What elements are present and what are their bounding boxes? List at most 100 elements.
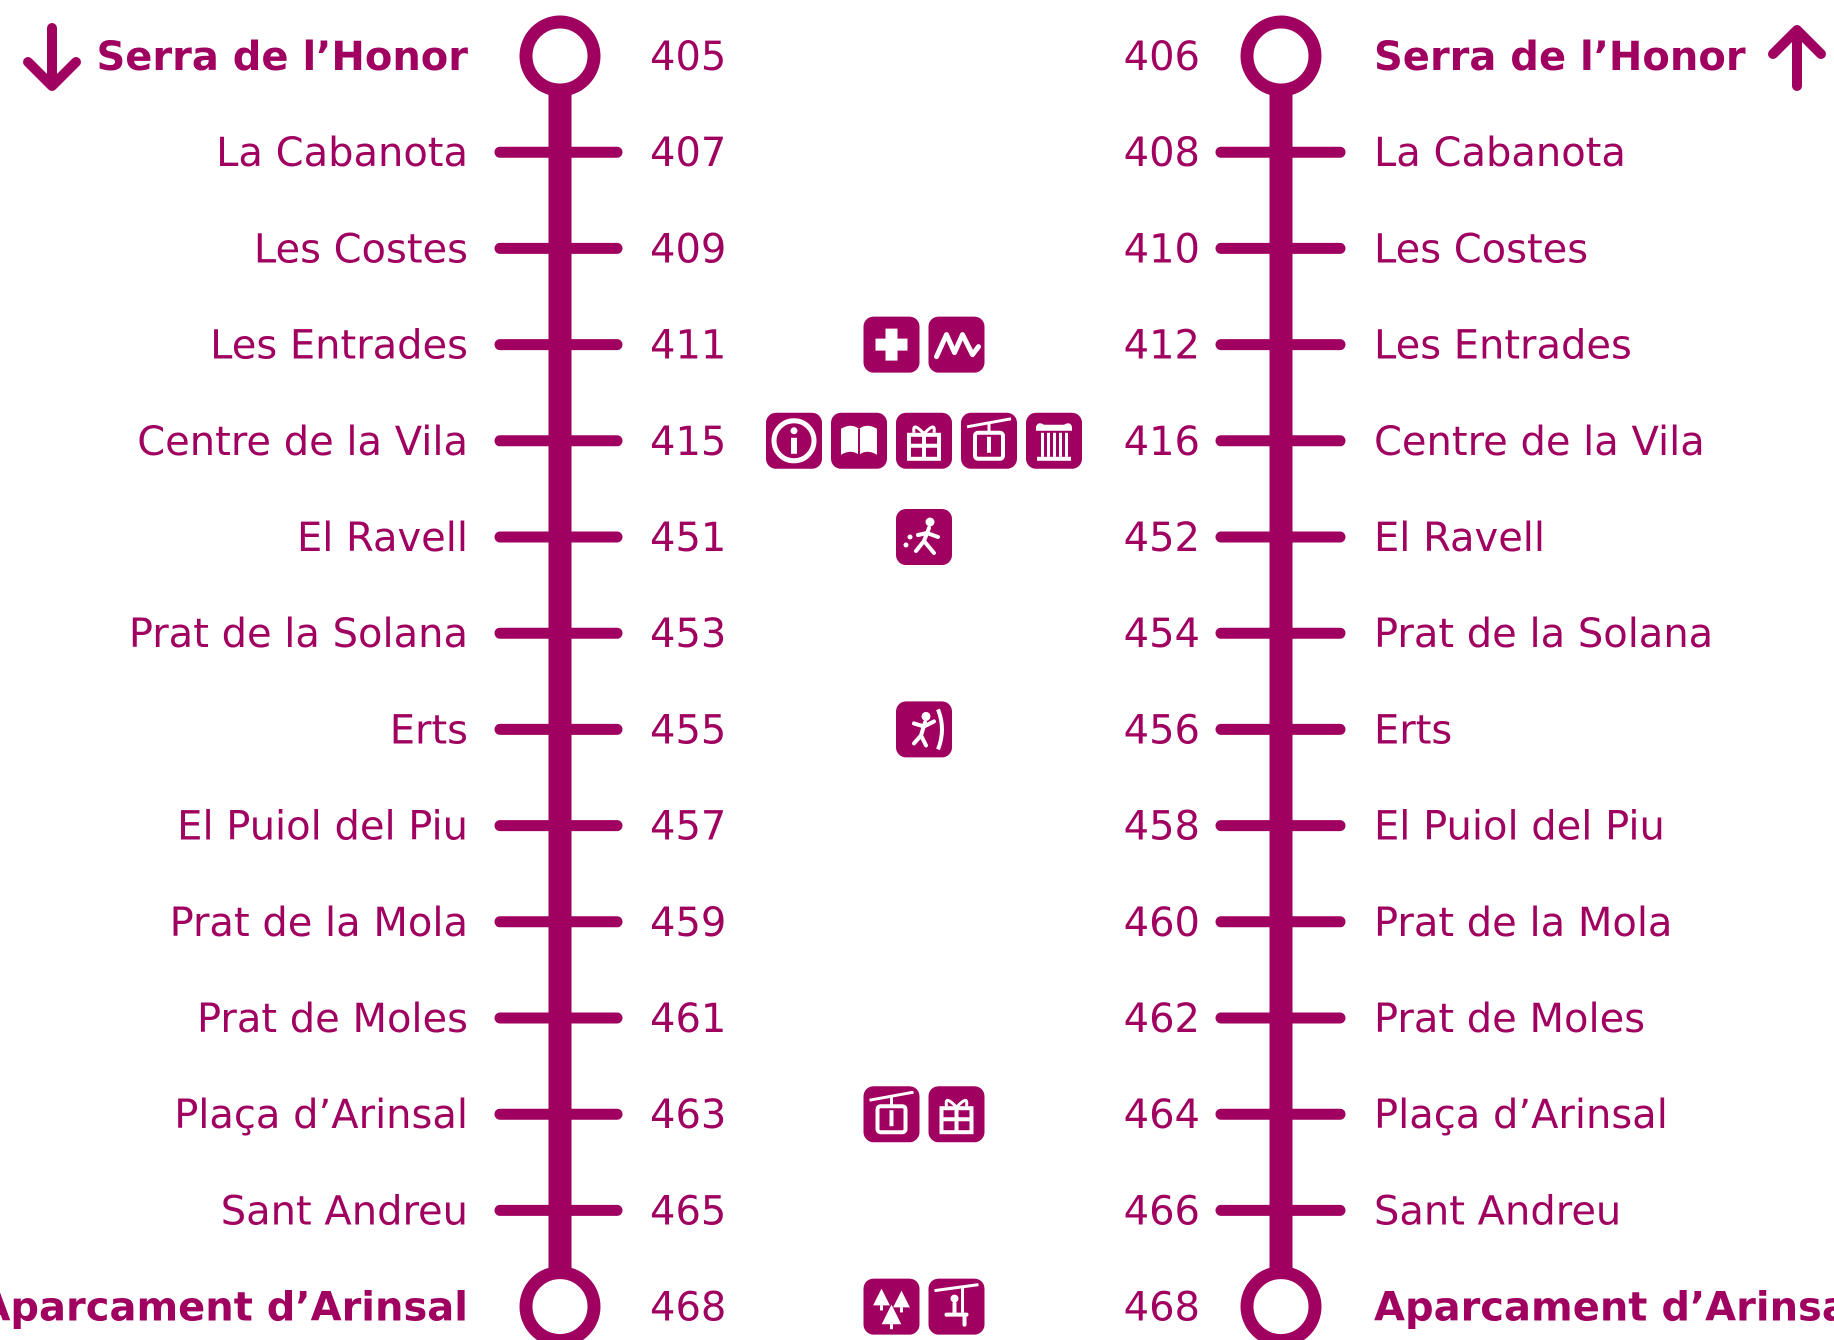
stop: Prat de la Mola 460 [1124,900,1673,946]
stop: Prat de la Mola 459 [170,900,727,946]
stop: Serra de l’Honor 406 [1124,15,1746,97]
stop-code: 462 [1124,996,1200,1042]
stop-name: Les Costes [254,226,468,272]
stop-code: 455 [650,707,726,753]
stop-name: Centre de la Vila [137,419,468,465]
terminus-marker [1240,1266,1322,1340]
stop-code: 407 [650,130,726,176]
stop: Sant Andreu 466 [1124,1188,1622,1234]
stop-name: El Puiol del Piu [177,804,468,850]
stop-name: Aparcament d’Arinsal [1374,1285,1834,1331]
stop-name: Serra de l’Honor [96,34,468,80]
mountain-signature-icon [928,316,985,373]
stop-name: Sant Andreu [221,1188,468,1234]
stop: La Cabanota 408 [1124,130,1626,176]
gift-icon [896,412,952,469]
climbing-icon [896,701,952,758]
chairlift-icon [928,1278,985,1335]
stop-name: La Cabanota [216,130,468,176]
service-icons [896,701,952,758]
stop-name: Prat de Moles [1374,996,1645,1042]
gift-icon [928,1086,985,1143]
stop-code: 465 [650,1188,726,1234]
stop-code: 459 [650,900,726,946]
stop-code: 408 [1124,130,1200,176]
stop-code: 457 [650,804,726,850]
stop-name: Plaça d’Arinsal [174,1092,468,1138]
stop: Plaça d’Arinsal 463 [174,1092,726,1138]
stop-code: 458 [1124,804,1200,850]
stop: Serra de l’Honor 405 [96,15,726,97]
stop: Prat de la Solana 454 [1124,611,1714,657]
service-icons [863,1278,985,1335]
stop: Prat de Moles 461 [197,996,726,1042]
monument-column-icon [1026,412,1082,469]
stop: Sant Andreu 465 [221,1188,727,1234]
stop: El Ravell 451 [297,515,726,561]
service-icons [863,316,985,373]
stop-name: El Ravell [297,515,468,561]
stop-name: Prat de la Mola [1374,900,1672,946]
stop-name: Les Entrades [210,323,468,369]
stop-code: 466 [1124,1188,1200,1234]
service-icons [896,509,952,565]
stop-code: 463 [650,1092,726,1138]
stop-code: 410 [1124,226,1200,272]
arrow-down-icon [23,23,81,91]
stop-code: 460 [1124,900,1200,946]
stop: Centre de la Vila 415 [137,419,726,465]
stop-name: Plaça d’Arinsal [1374,1092,1668,1138]
stop-code: 454 [1124,611,1200,657]
stop-code: 464 [1124,1092,1200,1138]
stop-code: 461 [650,996,726,1042]
stop-name: Les Costes [1374,226,1588,272]
stop: Les Entrades 411 [210,323,726,369]
stop-code: 451 [650,515,726,561]
stop-name: Centre de la Vila [1374,419,1705,465]
book-icon [831,412,887,469]
stop-code: 415 [650,419,726,465]
stop: El Puiol del Piu 457 [177,804,726,850]
service-icons [863,1086,985,1143]
stop-name: Serra de l’Honor [1374,34,1746,80]
stop-code: 406 [1124,34,1200,80]
terminus-marker [1240,15,1322,97]
stop-code: 452 [1124,515,1200,561]
medical-cross-icon [863,316,920,373]
stop: Erts 455 [390,707,727,753]
stop-name: El Ravell [1374,515,1545,561]
stop-code: 453 [650,611,726,657]
stop-name: Prat de la Solana [1374,611,1713,657]
stop-code: 405 [650,34,726,80]
stop-name: Prat de Moles [197,996,468,1042]
stop-name: La Cabanota [1374,130,1626,176]
forest-icon [863,1278,920,1335]
stop-code: 468 [1124,1285,1200,1331]
service-icons [766,412,1082,469]
playground-icon [896,509,952,565]
stop: Les Costes 410 [1124,226,1588,272]
stop-name: Erts [390,707,468,753]
stop: Plaça d’Arinsal 464 [1124,1092,1668,1138]
stop: Aparcament d’Arinsal 468 [1124,1266,1834,1340]
stop-name: Sant Andreu [1374,1188,1621,1234]
stop-code: 416 [1124,419,1200,465]
stop: Prat de Moles 462 [1124,996,1645,1042]
stop-name: El Puiol del Piu [1374,804,1665,850]
arrow-up-icon [1768,25,1826,91]
stop-code: 411 [650,323,726,369]
stop: La Cabanota 407 [216,130,726,176]
terminus-marker [519,1266,601,1340]
stop: El Puiol del Piu 458 [1124,804,1665,850]
cable-car-icon [961,412,1017,469]
stop-name: Prat de la Mola [170,900,468,946]
stop-name: Aparcament d’Arinsal [0,1285,468,1331]
